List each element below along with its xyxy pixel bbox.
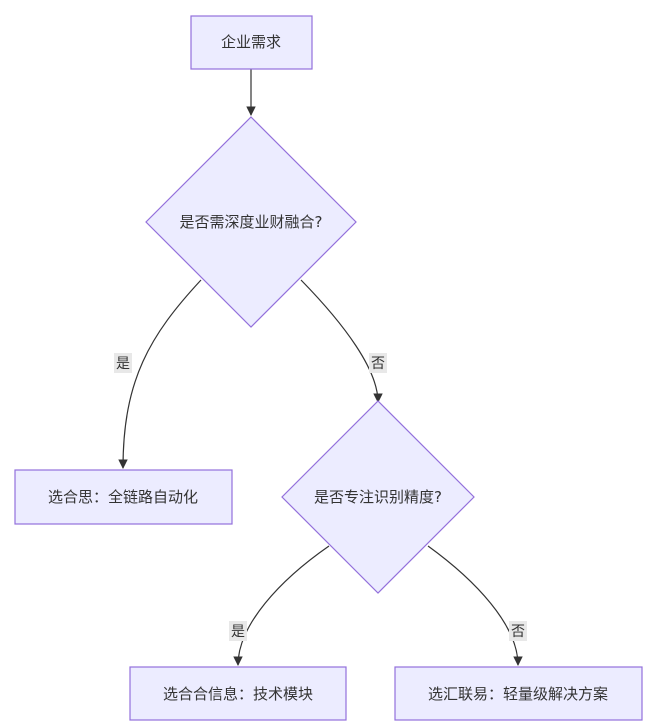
- edge-label-d2-no-text: 否: [511, 624, 525, 640]
- node-decision2-label: 是否专注识别精度?: [314, 488, 442, 506]
- node-decision2: 是否专注识别精度?: [281, 400, 475, 594]
- edge-decision1-no: [300, 279, 383, 403]
- node-option-b: 选合合信息：技术模块: [129, 666, 347, 721]
- node-option-c-label: 选汇联易：轻量级解决方案: [428, 685, 608, 703]
- edge-label-d1-yes-text: 是: [116, 356, 130, 372]
- edge-label-d1-yes: 是: [114, 353, 132, 373]
- node-option-a: 选合思：全链路自动化: [14, 469, 233, 525]
- edge-decision1-yes: [118, 279, 202, 469]
- edge-decision2-yes: [233, 545, 330, 666]
- node-start-label: 企业需求: [221, 33, 281, 51]
- edge-label-d2-yes: 是: [229, 621, 247, 641]
- node-start: 企业需求: [190, 15, 313, 70]
- edge-label-d2-no: 否: [509, 621, 527, 641]
- edge-label-d1-no-text: 否: [371, 356, 385, 372]
- node-option-c: 选汇联易：轻量级解决方案: [394, 666, 643, 721]
- node-option-b-label: 选合合信息：技术模块: [163, 685, 313, 703]
- node-option-a-label: 选合思：全链路自动化: [48, 488, 198, 506]
- edge-label-d2-yes-text: 是: [231, 624, 245, 640]
- edge-label-d1-no: 否: [369, 353, 387, 373]
- edge-decision2-no: [427, 545, 523, 666]
- node-decision1-label: 是否需深度业财融合?: [180, 213, 323, 231]
- node-decision1: 是否需深度业财融合?: [145, 116, 357, 328]
